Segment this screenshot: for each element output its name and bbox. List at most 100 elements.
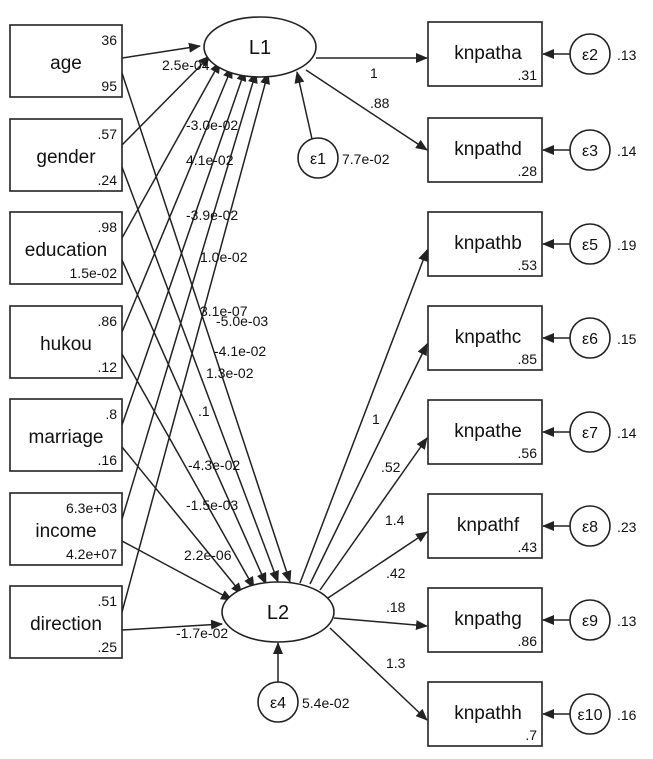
error-variance: .16: [617, 707, 637, 723]
var-mean: .57: [98, 126, 118, 142]
error-circle: [569, 317, 611, 359]
path-coef-L1: -4.1e-02: [214, 343, 266, 359]
path-coef-L2: -4.3e-02: [188, 457, 240, 473]
latent-L2: L2: [221, 581, 335, 643]
var-box-age: age 36 95: [9, 24, 123, 98]
error-variance: .23: [617, 519, 637, 535]
indicator-name: knpathc: [455, 327, 522, 348]
indicator-rect: [427, 493, 543, 559]
path-coef-L1: 1.0e-02: [200, 249, 248, 265]
indicator-intercept: .86: [518, 633, 538, 649]
loading-coef: 1: [370, 65, 378, 81]
var-name: gender: [36, 147, 96, 168]
indicator-rect: [427, 587, 543, 653]
error-circle: [257, 681, 299, 723]
var-box-rect: [9, 211, 123, 285]
error-variance: .15: [617, 331, 637, 347]
error-label: ε5: [582, 237, 598, 254]
var-mean: .98: [98, 219, 118, 235]
indicator-name: knpathb: [454, 233, 522, 254]
path-marriage-to-L2: [121, 446, 243, 595]
var-mean: .8: [105, 406, 117, 422]
var-box-education: education.981.5e-02: [9, 211, 123, 285]
var-variance: .25: [98, 639, 118, 655]
indicator-intercept: .56: [518, 445, 538, 461]
var-box-rect: [9, 492, 123, 566]
path-income-to-L1: [121, 71, 258, 520]
path-gender-to-L2: [121, 166, 279, 583]
loading-L2-knpathc: [309, 343, 428, 585]
var-name: marriage: [29, 427, 104, 448]
indicator-rect: [427, 211, 543, 277]
loading-coef: 1: [372, 411, 380, 427]
var-box-rect: [9, 118, 123, 192]
indicator-knpathc: knpathc .85 ε6 .15: [427, 305, 637, 371]
var-mean: 36: [101, 32, 117, 48]
indicator-intercept: .31: [518, 67, 538, 83]
error-circle: [569, 223, 611, 265]
indicator-rect: [427, 305, 543, 371]
loading-coef: .42: [386, 565, 406, 581]
loading-coef: .88: [370, 95, 390, 111]
var-box-gender: gender.57 .24: [9, 118, 123, 192]
error-circle: [569, 33, 611, 75]
path-coef-L2: 1.3e-02: [206, 365, 254, 381]
indicator-intercept: .43: [518, 539, 538, 555]
latent-ellipse: [203, 16, 317, 78]
loading-coef: 1.4: [385, 512, 405, 528]
path-education-to-L1: [121, 61, 221, 239]
latent-label: L1: [249, 37, 271, 59]
error-variance: 5.4e-02: [302, 695, 350, 711]
error-label: ε4: [270, 695, 286, 712]
path-coef-L1: 4.1e-02: [186, 152, 234, 168]
path-education-to-L2: [121, 259, 267, 585]
var-variance: .24: [98, 172, 118, 188]
indicator-intercept: .7: [525, 727, 537, 743]
loading-L1-knpathd: [305, 69, 428, 151]
path-direction-to-L2: [121, 619, 223, 631]
path-coef-L2: .1: [198, 403, 210, 419]
latent-L1: L1: [203, 16, 317, 78]
path-coef-L2: -1.5e-03: [186, 497, 238, 513]
var-name: age: [50, 53, 82, 74]
error-variance: .19: [617, 237, 637, 253]
var-variance: 95: [101, 78, 117, 94]
nodes-layer: age3695gender.57.24education.981.5e-02hu…: [9, 16, 637, 747]
path-coef-L2: -5.0e-03: [216, 313, 268, 329]
indicator-name: knpathd: [454, 139, 522, 160]
var-name: income: [35, 521, 96, 542]
indicator-name: knpathg: [454, 609, 522, 630]
error-variance: .13: [617, 47, 637, 63]
error-circle: [569, 599, 611, 641]
var-box-hukou: hukou.86.12: [9, 305, 123, 379]
indicator-intercept: .28: [518, 163, 538, 179]
var-mean: .86: [98, 313, 118, 329]
error-label: ε10: [578, 707, 603, 724]
indicator-intercept: .85: [518, 351, 538, 367]
var-mean: 6.3e+03: [66, 500, 117, 516]
error-label: ε6: [582, 331, 598, 348]
indicator-name: knpatha: [454, 43, 522, 64]
loading-coef: .52: [381, 459, 401, 475]
error-label: ε8: [582, 519, 598, 536]
path-coef-L1: 3.1e-07: [200, 303, 248, 319]
loading-L2-knpathg: [333, 617, 428, 631]
error-label: ε3: [582, 143, 598, 160]
loading-L2-knpathf: [327, 531, 428, 599]
path-coef-L1: -3.9e-02: [186, 207, 238, 223]
path-income-to-L2: [121, 540, 233, 601]
indicator-rect: [427, 681, 543, 747]
error-label: ε2: [582, 47, 598, 64]
path-age-to-L2: [121, 72, 292, 583]
path-coef-L2: -1.7e-02: [176, 625, 228, 641]
path-hukou-to-L2: [121, 353, 255, 589]
var-mean: .51: [98, 593, 118, 609]
var-variance: 1.5e-02: [70, 265, 118, 281]
error-label: ε7: [582, 425, 598, 442]
path-hukou-to-L1: [121, 66, 233, 333]
